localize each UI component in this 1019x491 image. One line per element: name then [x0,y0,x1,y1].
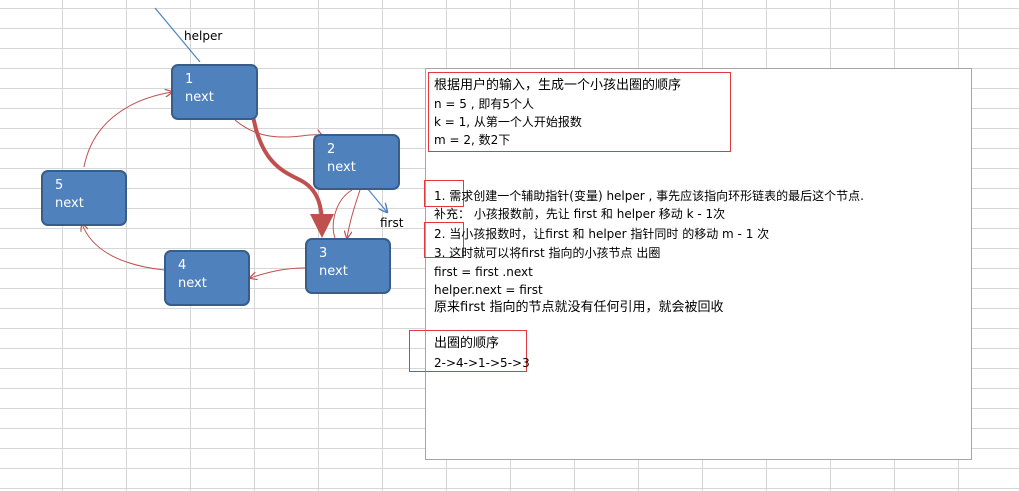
panel-line-step1: 1. 需求创建一个辅助指针(变量) helper , 事先应该指向环形链表的最后… [434,189,864,203]
panel-line-step3: 3. 这时就可以将first 指向的小孩节点 出圈 [434,246,661,260]
step1-highlight-box [424,180,464,207]
panel-line-order: 2->4->1->5->3 [434,356,530,370]
explanation-panel [425,68,972,460]
helper-pointer-line [154,7,201,63]
first-pointer-line [366,187,387,212]
panel-line-helper-next: helper.next = first [434,283,543,297]
first-label: first [380,216,404,230]
node-next: next [178,276,207,291]
node-4: 4 next [164,250,250,306]
panel-line-supplement: 补充： 小孩报数前，先让 first 和 helper 移动 k - 1次 [434,207,726,221]
move-arrow [248,91,334,238]
node-number: 3 [319,246,328,261]
panel-line-m: m = 2, 数2下 [434,133,511,147]
node-3: 3 next [305,238,391,294]
node-2: 2 next [313,134,400,190]
panel-line-step2: 2. 当小孩报数时，让first 和 helper 指针同时 的移动 m - 1… [434,227,770,241]
node-next: next [327,160,356,175]
node-5: 5 next [41,170,127,226]
link-arrow-4-5 [82,224,165,271]
panel-line-k: k = 1, 从第一个人开始报数 [434,115,582,129]
link-arrow-3-4 [250,267,306,278]
node-next: next [185,90,214,105]
node-next: next [319,264,348,279]
panel-line-n: n = 5 , 即有5个人 [434,97,535,111]
helper-label: helper [184,29,223,43]
node-1: 1 next [171,64,258,120]
link-arrow-1-2 [234,119,322,138]
panel-line-first-next: first = first .next [434,265,533,279]
node-number: 1 [185,72,194,87]
panel-line-gc: 原来first 指向的节点就没有任何引用，就会被回收 [434,300,724,315]
panel-line-title: 根据用户的输入，生成一个小孩出圈的顺序 [434,78,682,93]
node-next: next [55,196,84,211]
node-number: 2 [327,142,336,157]
panel-line-order-title: 出圈的顺序 [434,336,500,351]
node-number: 5 [55,178,64,193]
order-highlight-box [409,330,527,372]
input-highlight-box [428,72,731,152]
first-highlight-curve [332,189,353,239]
link-arrow-2-3 [347,189,361,238]
step2-highlight-box [424,222,464,258]
node-number: 4 [178,258,187,273]
link-arrow-5-1 [83,92,172,168]
